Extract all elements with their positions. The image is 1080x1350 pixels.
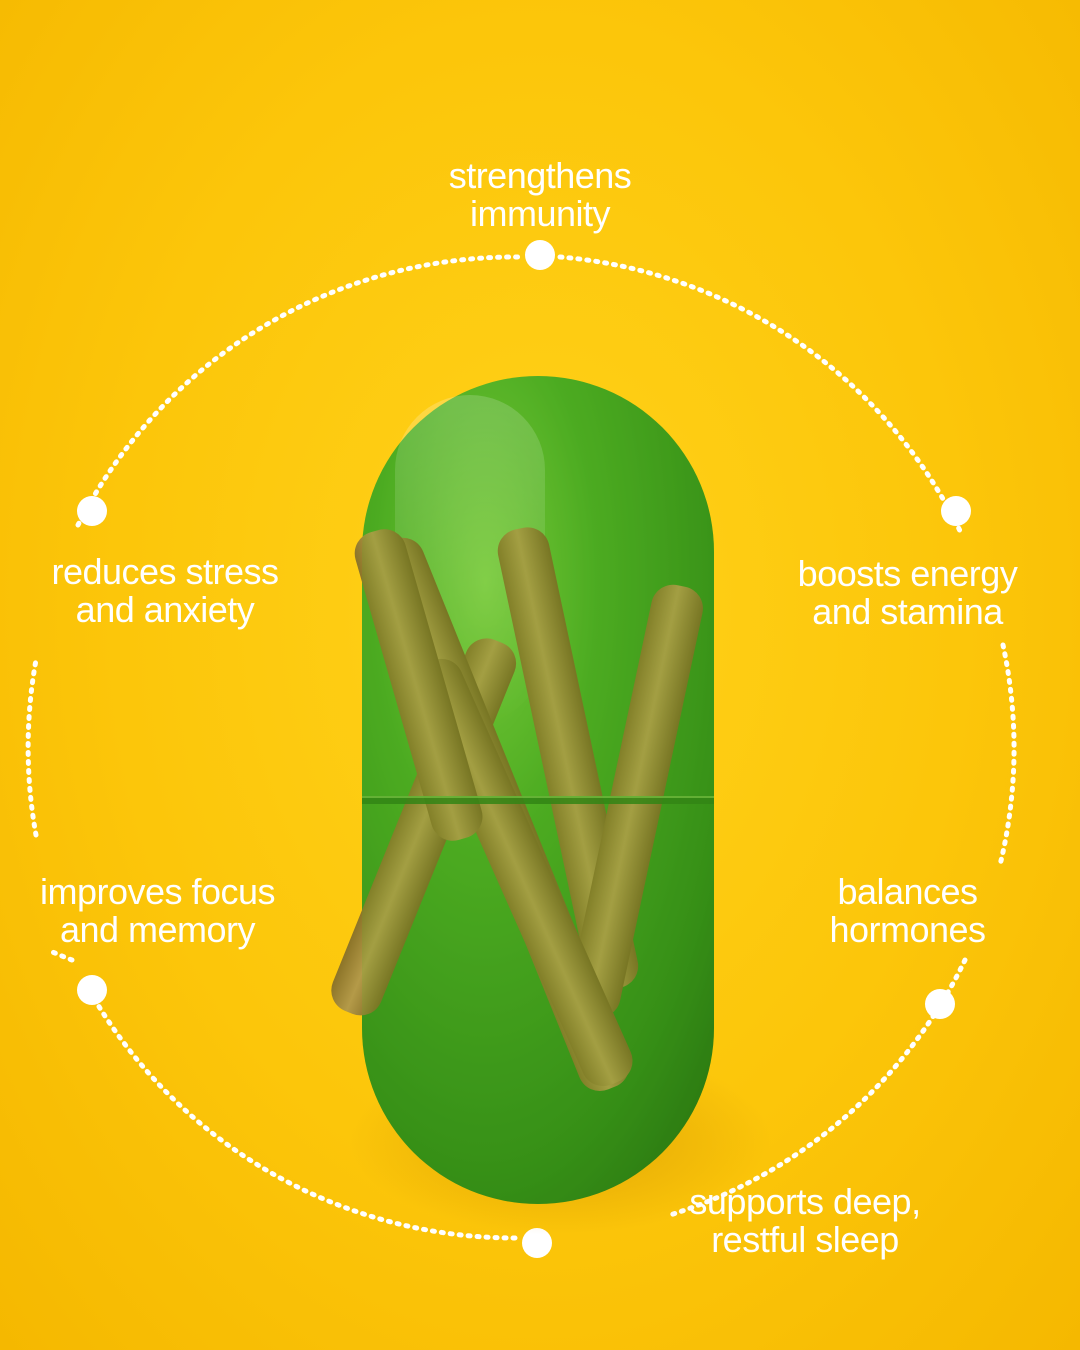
node-dot-top	[525, 240, 555, 270]
benefit-line: reduces stress	[51, 551, 279, 592]
benefit-line: and stamina	[812, 591, 1003, 632]
benefit-line: immunity	[469, 193, 611, 234]
benefit-line: and memory	[59, 909, 256, 950]
node-dot-upper-right	[941, 496, 971, 526]
benefit-immunity: strengthens immunity	[390, 157, 690, 233]
benefit-sleep: supports deep, restful sleep	[655, 1183, 955, 1259]
node-dot-upper-left	[77, 496, 107, 526]
benefit-hormones: balances hormones	[770, 873, 1045, 949]
root-stick-icon	[354, 529, 483, 841]
benefit-stress: reduces stress and anxiety	[20, 553, 310, 629]
root-sticks	[331, 527, 703, 1092]
benefit-line: and anxiety	[75, 589, 255, 630]
capsule-seam	[362, 796, 714, 804]
benefit-energy: boosts energy and stamina	[770, 555, 1045, 631]
benefit-line: boosts energy	[797, 553, 1018, 594]
benefit-line: improves focus	[39, 871, 276, 912]
capsule-icon	[331, 376, 714, 1204]
benefit-line: supports deep,	[689, 1181, 921, 1222]
benefit-focus: improves focus and memory	[10, 873, 305, 949]
benefit-line: balances	[837, 871, 978, 912]
benefit-line: hormones	[829, 909, 986, 950]
benefit-line: restful sleep	[711, 1219, 899, 1260]
node-dot-lower-left	[77, 975, 107, 1005]
node-dot-lower-right	[925, 989, 955, 1019]
node-dot-bottom	[522, 1228, 552, 1258]
benefit-line: strengthens	[448, 155, 632, 196]
